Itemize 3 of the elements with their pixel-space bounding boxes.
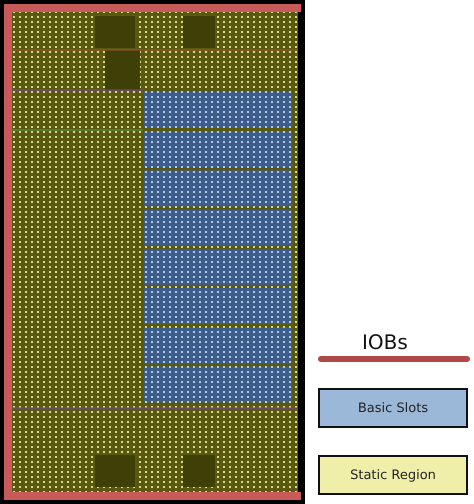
legend-label: Basic Slots	[358, 400, 428, 416]
legend-label: Static Region	[350, 468, 436, 482]
legend-label: IOBs	[362, 330, 408, 354]
